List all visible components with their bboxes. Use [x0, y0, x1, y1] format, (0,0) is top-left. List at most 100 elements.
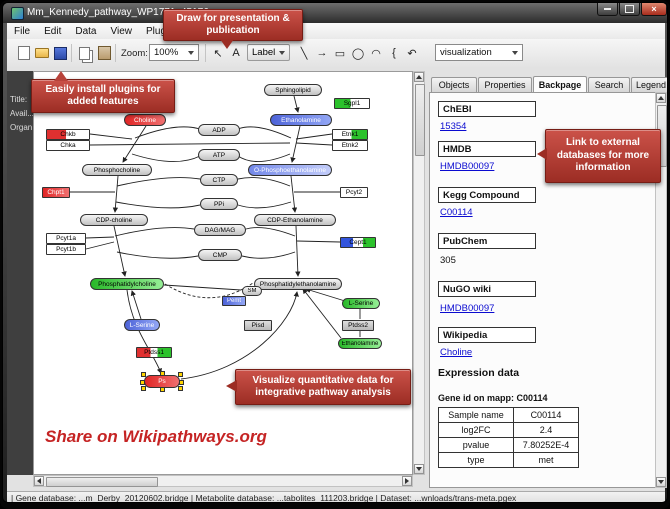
selection-handle[interactable]: [141, 372, 146, 377]
brace-tool-button[interactable]: {: [385, 43, 403, 63]
expression-data-title: Expression data: [438, 367, 520, 379]
menu-edit[interactable]: Edit: [44, 25, 62, 37]
pathway-node-choline[interactable]: Choline: [124, 114, 166, 126]
menu-data[interactable]: Data: [75, 25, 97, 37]
oval-tool-button[interactable]: ◯: [349, 43, 367, 63]
zoom-value: 100%: [154, 47, 179, 58]
pathway-node-dag-mag[interactable]: DAG/MAG: [194, 224, 246, 236]
pathway-node-phosphocholine[interactable]: Phosphocholine: [82, 164, 152, 176]
scrollbar-thumb[interactable]: [415, 84, 425, 156]
kegg-link[interactable]: C00114: [440, 207, 473, 218]
pathway-node-phosphatidylcholine[interactable]: Phosphatidylcholine: [90, 278, 164, 290]
pathway-node-cmp[interactable]: CMP: [198, 249, 242, 261]
tab-legend[interactable]: Legend: [631, 77, 667, 92]
save-button[interactable]: [51, 43, 69, 63]
open-button[interactable]: [33, 43, 51, 63]
wikipedia-link[interactable]: Choline: [440, 347, 473, 358]
undo-button[interactable]: ↶: [403, 43, 421, 63]
section-header-nugo: NuGO wiki: [438, 281, 536, 297]
tab-search[interactable]: Search: [588, 77, 630, 92]
maximize-button[interactable]: [619, 3, 640, 16]
pathway-node-ptdss1[interactable]: Ptdss1: [136, 347, 172, 358]
pathway-node-ptdss2[interactable]: Ptdss2: [342, 320, 374, 331]
app-icon: [11, 7, 24, 20]
pathway-node-etnk1[interactable]: Etnk1: [332, 129, 368, 140]
selection-handle[interactable]: [178, 386, 183, 391]
new-button[interactable]: [15, 43, 33, 63]
scroll-right-button[interactable]: [402, 476, 412, 486]
pathway-node-ps-selected[interactable]: Ps: [140, 371, 184, 392]
pathway-node-cept1[interactable]: Cept1: [340, 237, 376, 248]
pathway-node-sphingolipid[interactable]: Sphingolipid: [264, 84, 322, 96]
node-label: Pcyt2: [345, 189, 363, 196]
scroll-down-button[interactable]: [414, 464, 424, 474]
title-bar[interactable]: Mm_Kennedy_pathway_WP1771_45176.gp... ×: [3, 3, 667, 23]
selection-handle[interactable]: [140, 380, 145, 385]
hmdb-link[interactable]: HMDB00097: [440, 161, 495, 172]
minimize-button[interactable]: [597, 3, 618, 16]
toolbar: Zoom: 100% ↖ A Label ╲ → ▭ ◯ ◠ { ↶ visua…: [7, 39, 665, 68]
pathway-node-pcyt2[interactable]: Pcyt2: [340, 187, 368, 198]
arc-tool-button[interactable]: ◠: [367, 43, 385, 63]
scroll-up-button[interactable]: [414, 72, 424, 82]
panel-vertical-scrollbar[interactable]: [655, 92, 667, 488]
selection-handle[interactable]: [178, 372, 183, 377]
copy-button[interactable]: [75, 43, 93, 63]
pathway-node-pisd[interactable]: Pisd: [244, 320, 272, 331]
line-tool-button[interactable]: ╲: [295, 43, 313, 63]
pathway-node-chka[interactable]: Chka: [46, 140, 90, 151]
scroll-up-button[interactable]: [656, 93, 666, 103]
zoom-select[interactable]: 100%: [149, 44, 199, 61]
pathway-node-sgpl1[interactable]: Sgpl1: [334, 98, 370, 109]
pathway-node-phosphatidylethanolamine[interactable]: Phosphatidylethanolamine: [254, 278, 342, 290]
tab-objects[interactable]: Objects: [431, 77, 477, 92]
pathway-node-pcyt1a[interactable]: Pcyt1a: [46, 233, 86, 244]
pathway-node-pcyt1b[interactable]: Pcyt1b: [46, 244, 86, 255]
pathway-node-l-serine-right[interactable]: L-Serine: [342, 298, 380, 309]
pathway-node-etnk2[interactable]: Etnk2: [332, 140, 368, 151]
label-tool-dropdown[interactable]: Label: [247, 44, 291, 61]
pathway-node-cdp-ethanolamine[interactable]: CDP-Ethanolamine: [254, 214, 336, 226]
node-label: CDP-Ethanolamine: [267, 216, 323, 224]
menu-plugins[interactable]: Plugins: [139, 23, 186, 39]
scroll-left-button[interactable]: [34, 476, 44, 486]
pathway-node-ethanolamine[interactable]: Ethanolamine: [270, 114, 332, 126]
pathway-node-ppi[interactable]: PPi: [200, 198, 238, 210]
rect-tool-button[interactable]: ▭: [331, 43, 349, 63]
scroll-down-button[interactable]: [656, 477, 666, 487]
node-label: Chka: [60, 142, 76, 149]
pathway-node-sm[interactable]: SM: [242, 286, 262, 296]
pathway-node-chpt1[interactable]: Chpt1: [42, 187, 70, 198]
menu-file[interactable]: File: [14, 25, 31, 37]
pathway-node-o-phosphoethanolamine[interactable]: O-Phosphoethanolamine: [248, 164, 332, 176]
visualization-select[interactable]: visualization: [435, 44, 523, 61]
callout-plugins: Easily install plugins for added feature…: [31, 71, 175, 113]
pointer-tool-button[interactable]: ↖: [209, 43, 227, 63]
selection-handle[interactable]: [160, 371, 165, 376]
pathway-node-adp[interactable]: ADP: [198, 124, 240, 136]
selection-handle[interactable]: [141, 386, 146, 391]
nugo-link[interactable]: HMDB00097: [440, 303, 495, 314]
pathway-node-ctp[interactable]: CTP: [200, 174, 238, 186]
canvas-vertical-scrollbar[interactable]: [413, 71, 425, 475]
chebi-link[interactable]: 15354: [440, 121, 467, 132]
pathway-node-atp[interactable]: ATP: [198, 149, 240, 161]
pathway-node-ethanolamine-right[interactable]: Ethanolamine: [338, 338, 382, 349]
selection-handle[interactable]: [179, 380, 184, 385]
window-title: Mm_Kennedy_pathway_WP1771_45176.gp...: [27, 7, 232, 18]
pathway-node-chkb[interactable]: Chkb: [46, 129, 90, 140]
paste-button[interactable]: [95, 43, 113, 63]
tab-properties[interactable]: Properties: [478, 77, 532, 92]
canvas-horizontal-scrollbar[interactable]: [33, 475, 413, 487]
pathway-node-cdp-choline[interactable]: CDP-choline: [80, 214, 148, 226]
tab-backpage[interactable]: Backpage: [533, 76, 587, 92]
scrollbar-thumb[interactable]: [46, 477, 158, 487]
selection-handle[interactable]: [160, 387, 165, 392]
pathway-node-l-serine-left[interactable]: L-Serine: [124, 319, 160, 331]
menu-view[interactable]: View: [110, 25, 132, 37]
close-button[interactable]: ×: [641, 3, 667, 16]
pathway-canvas[interactable]: Sphingolipid Sgpl1 Choline Ethanolamine …: [33, 71, 413, 475]
text-tool-button[interactable]: A: [227, 43, 245, 63]
arrow-tool-button[interactable]: →: [313, 43, 331, 63]
pathway-node-pemt[interactable]: Pemt: [222, 296, 246, 306]
